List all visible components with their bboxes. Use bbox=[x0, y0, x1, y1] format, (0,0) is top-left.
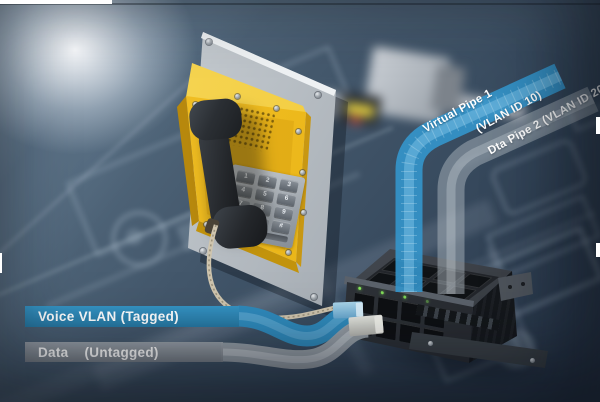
phone-screw bbox=[301, 210, 306, 215]
voice-pipe-highlight bbox=[404, 71, 563, 292]
edge-artifact bbox=[596, 117, 600, 134]
plate-screw bbox=[200, 248, 206, 254]
edge-artifact bbox=[0, 0, 112, 4]
phone-screw bbox=[235, 94, 240, 99]
data-rj45-connector bbox=[348, 314, 384, 337]
phone-screw bbox=[296, 129, 301, 134]
edge-artifact bbox=[596, 243, 600, 257]
phone-screw bbox=[286, 250, 291, 255]
voice-pipe-sparkle bbox=[401, 68, 564, 292]
data-vlan-banner: Data (Untagged) bbox=[25, 342, 223, 362]
phone-screw bbox=[274, 106, 279, 111]
data-untagged-label: (Untagged) bbox=[84, 344, 159, 360]
voice-vlan-label: Voice VLAN (Tagged) bbox=[38, 309, 179, 324]
rail-screw bbox=[530, 358, 535, 363]
data-label: Data bbox=[38, 344, 69, 360]
plate-screw bbox=[311, 294, 317, 300]
phone-screw bbox=[300, 170, 305, 175]
data-pipe-highlight bbox=[446, 94, 595, 294]
plate-screw bbox=[206, 39, 212, 45]
rail-screw bbox=[428, 341, 433, 346]
data-pipe bbox=[437, 86, 599, 294]
voice-pipe bbox=[395, 63, 566, 292]
voice-vlan-banner: Voice VLAN (Tagged) bbox=[25, 306, 239, 327]
top-edge-line bbox=[0, 3, 600, 5]
flange-hole bbox=[508, 285, 512, 289]
plate-screw bbox=[315, 92, 321, 98]
edge-artifact bbox=[0, 253, 2, 273]
flange-hole bbox=[521, 282, 525, 286]
